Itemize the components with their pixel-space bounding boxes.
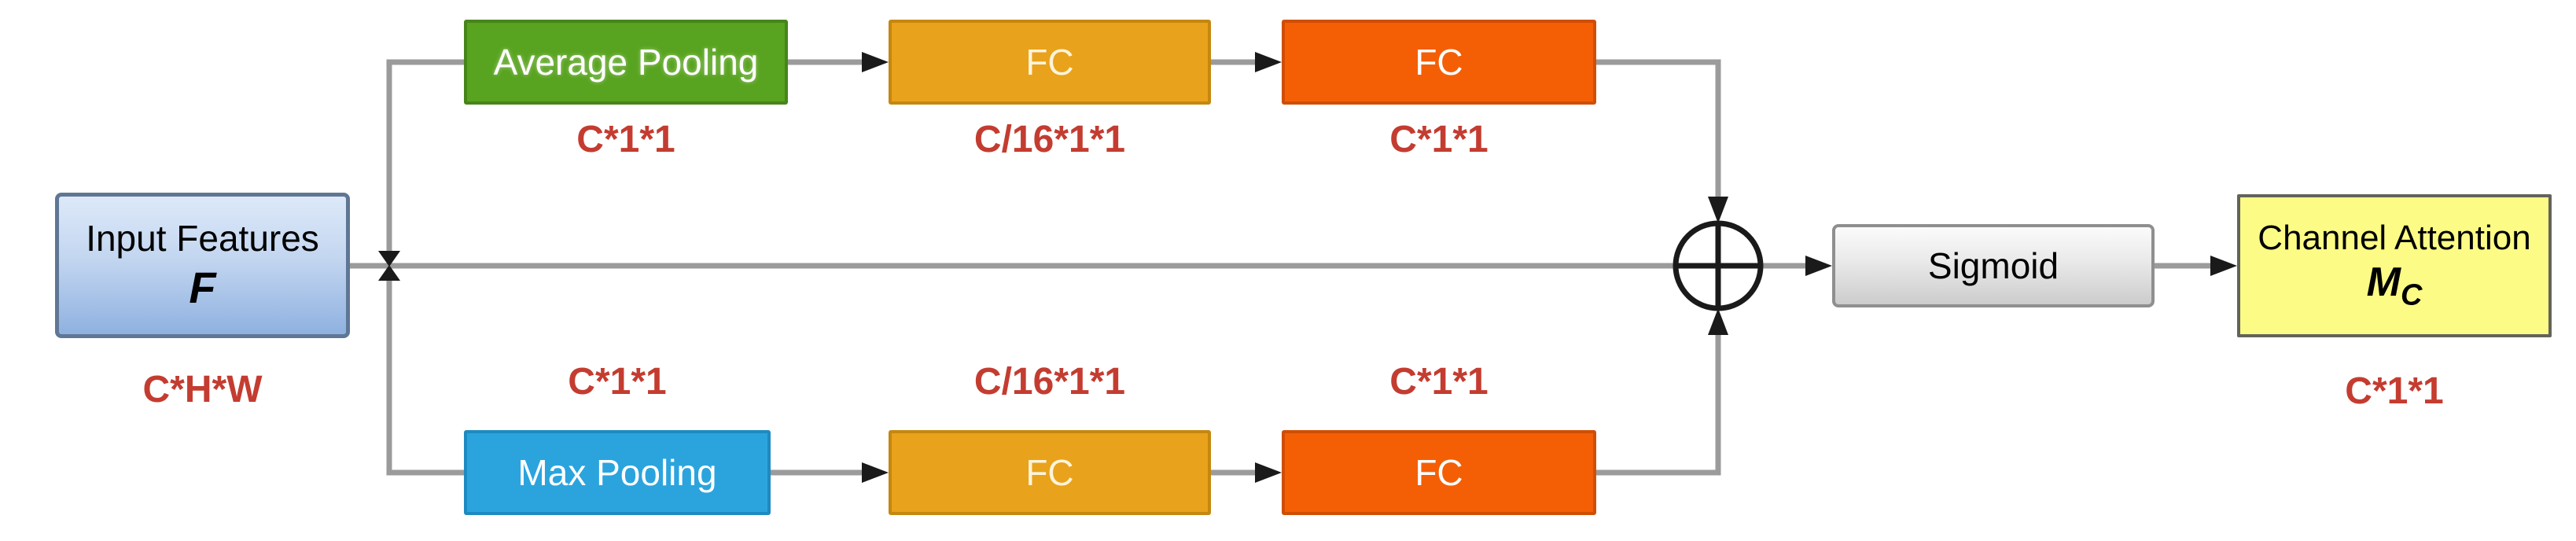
average-pooling-label: Average Pooling <box>493 41 759 83</box>
branch-junction-icon-bottom <box>378 265 400 281</box>
sigmoid-label: Sigmoid <box>1927 245 2059 286</box>
wire-branch-top <box>386 59 464 266</box>
channel-attention-symbol: MC <box>2366 259 2423 312</box>
node-fc-top-2: FC <box>1282 20 1596 105</box>
dim-label-fc-bottom-2: C*1*1 <box>1389 361 1489 403</box>
arrowhead-into-fc-bottom2 <box>1255 462 1282 483</box>
add-merge-icon <box>1673 220 1764 311</box>
branch-junction-icon-top <box>378 251 400 267</box>
arrowhead-into-fc-top2 <box>1255 52 1282 72</box>
arrowhead-into-fc-bottom1 <box>862 462 889 483</box>
node-fc-top-1: FC <box>889 20 1211 105</box>
arrowhead-into-merge-bottom <box>1708 308 1728 335</box>
arrowhead-into-merge-top <box>1708 197 1728 223</box>
arrowhead-into-sigmoid <box>1805 256 1832 276</box>
fc-top-1-label: FC <box>1025 41 1074 83</box>
dim-label-fc-top-2: C*1*1 <box>1389 119 1489 160</box>
input-features-label: Input Features <box>86 217 319 259</box>
fc-bottom-1-label: FC <box>1025 451 1074 493</box>
node-input-features: Input Features F <box>55 193 350 338</box>
dim-label-channel-attention: C*1*1 <box>2345 370 2444 412</box>
node-average-pooling: Average Pooling <box>464 20 788 105</box>
node-max-pooling: Max Pooling <box>464 430 771 515</box>
wire-fc-bottom-to-merge <box>1596 333 1721 476</box>
arrowhead-into-fc-top1 <box>862 52 889 72</box>
fc-bottom-2-label: FC <box>1415 451 1463 493</box>
channel-attention-label: Channel Attention <box>2258 218 2531 257</box>
dim-label-fc-top-1: C/16*1*1 <box>973 119 1126 160</box>
node-sigmoid: Sigmoid <box>1832 224 2155 307</box>
wire-fc-top-to-merge <box>1596 59 1721 198</box>
node-fc-bottom-2: FC <box>1282 430 1596 515</box>
dim-label-max-pooling: C*1*1 <box>568 361 667 403</box>
arrowhead-into-output <box>2210 256 2237 276</box>
max-pooling-label: Max Pooling <box>517 451 717 493</box>
dim-label-input: C*H*W <box>142 369 263 410</box>
wire-branch-bottom <box>386 266 464 476</box>
dim-label-fc-bottom-1: C/16*1*1 <box>973 361 1126 403</box>
node-channel-attention: Channel Attention MC <box>2237 194 2552 337</box>
dim-label-average-pooling: C*1*1 <box>576 119 675 160</box>
fc-top-2-label: FC <box>1415 41 1463 83</box>
input-features-symbol: F <box>189 262 216 312</box>
node-fc-bottom-1: FC <box>889 430 1211 515</box>
